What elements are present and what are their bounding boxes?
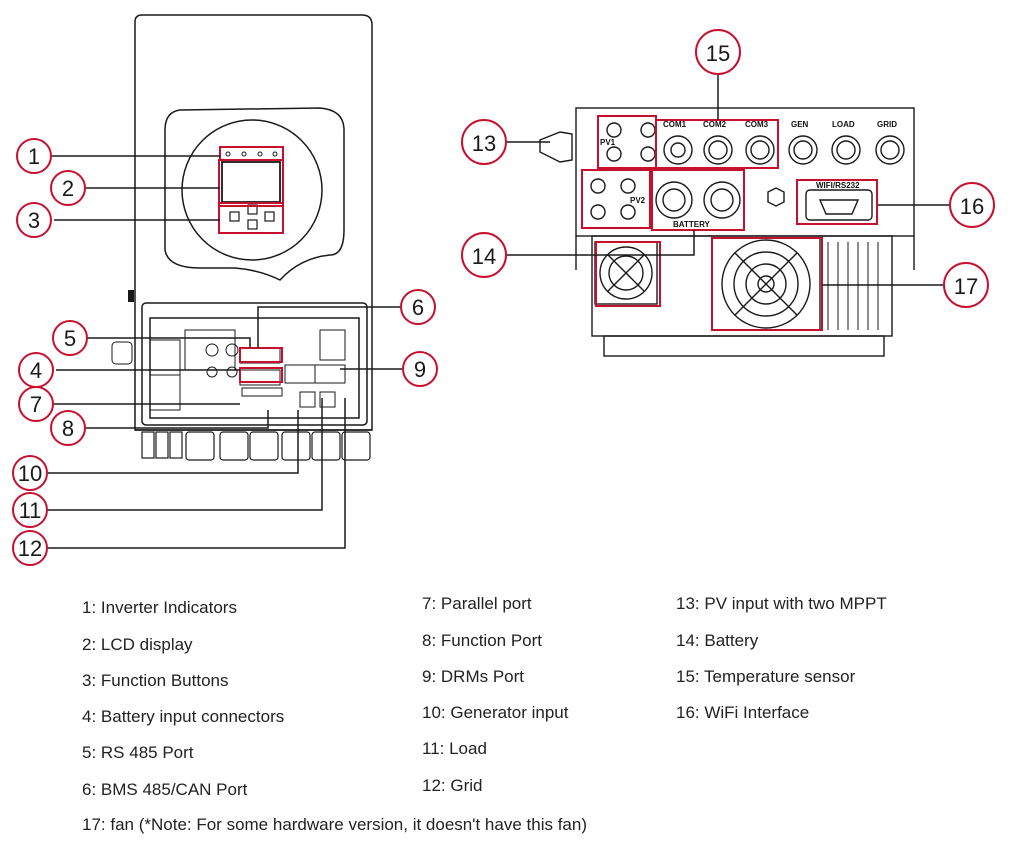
label-load: LOAD <box>832 120 855 129</box>
bottom-glands <box>141 431 371 461</box>
side-latch-icon <box>128 290 134 302</box>
legend-item-12: 12: Grid <box>422 776 483 795</box>
callout-3: 3 <box>28 208 40 233</box>
callout-8: 8 <box>62 416 74 441</box>
callout-1: 1 <box>28 144 40 169</box>
label-pv2: PV2 <box>630 196 646 205</box>
callout-6: 6 <box>412 295 424 320</box>
label-grid: GRID <box>877 120 897 129</box>
label-com1: COM1 <box>663 120 687 129</box>
legend-item-9: 9: DRMs Port <box>422 667 525 686</box>
label-battery: BATTERY <box>673 220 711 229</box>
legend-item-8: 8: Function Port <box>422 631 543 650</box>
legend-item-11: 11: Load <box>422 739 487 758</box>
legend-item-13: 13: PV input with two MPPT <box>676 594 887 613</box>
callout-7: 7 <box>30 392 42 417</box>
legend-item-14: 14: Battery <box>676 631 759 650</box>
callout-5: 5 <box>64 326 76 351</box>
legend-item-3: 3: Function Buttons <box>82 671 229 690</box>
legend-item-10: 10: Generator input <box>422 703 569 722</box>
legend-item-5: 5: RS 485 Port <box>82 743 194 762</box>
legend-item-6: 6: BMS 485/CAN Port <box>82 780 248 799</box>
legend-item-15: 15: Temperature sensor <box>676 667 856 686</box>
callout-numbers: 1 2 3 5 4 7 8 6 9 10 11 12 13 14 15 16 1… <box>18 41 984 561</box>
callout-2: 2 <box>62 176 74 201</box>
inverter-diagram: COM1 COM2 COM3 GEN LOAD GRID PV1 PV2 BAT… <box>12 14 995 566</box>
legend-item-2: 2: LCD display <box>82 635 193 654</box>
callout-16: 16 <box>960 194 984 219</box>
label-gen: GEN <box>791 120 809 129</box>
legend-item-17: 17: fan (*Note: For some hardware versio… <box>82 815 587 834</box>
callout-9: 9 <box>414 357 426 382</box>
leader-lines <box>48 75 950 549</box>
internal-terminals <box>149 329 346 411</box>
function-buttons <box>229 204 275 230</box>
callout-4: 4 <box>30 358 42 383</box>
inverter-body <box>134 14 373 431</box>
label-com3: COM3 <box>745 120 769 129</box>
legend-item-1: 1: Inverter Indicators <box>82 598 237 617</box>
callout-circles <box>12 29 995 566</box>
callout-10: 10 <box>18 461 42 486</box>
label-wifi: WIFI/RS232 <box>816 181 860 190</box>
legend-item-7: 7: Parallel port <box>422 594 532 613</box>
side-handle-icon <box>111 341 133 365</box>
callout-14: 14 <box>472 244 496 269</box>
heatsink-fins <box>827 242 879 330</box>
lcd-display <box>221 161 281 203</box>
callout-12: 12 <box>18 536 42 561</box>
callout-13: 13 <box>472 131 496 156</box>
legend-item-16: 16: WiFi Interface <box>676 703 810 722</box>
inverter-indicators <box>225 151 278 157</box>
callout-15: 15 <box>706 41 730 66</box>
label-pv1: PV1 <box>600 138 616 147</box>
callout-17: 17 <box>954 274 978 299</box>
callout-boxes <box>218 115 878 383</box>
callout-11: 11 <box>19 498 42 523</box>
legend-item-4: 4: Battery input connectors <box>82 707 285 726</box>
label-com2: COM2 <box>703 120 727 129</box>
